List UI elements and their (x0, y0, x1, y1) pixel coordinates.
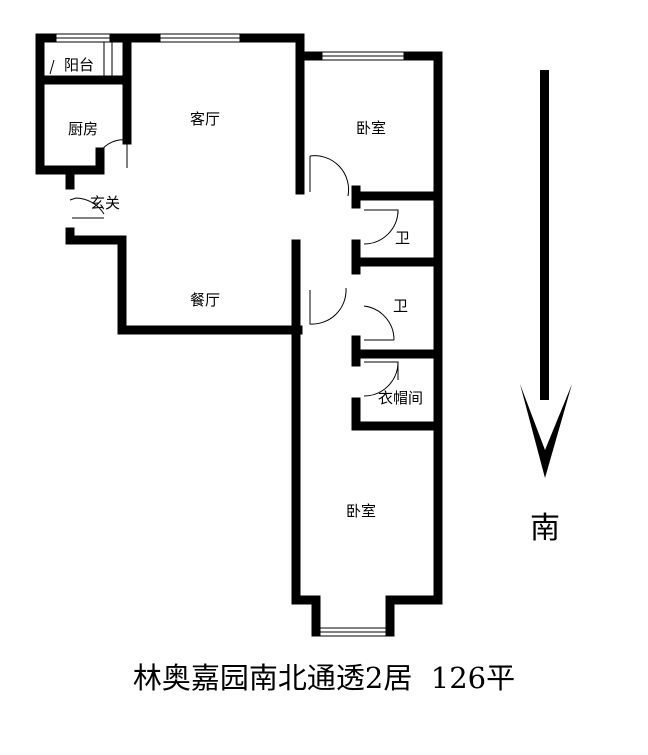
wall-cloak-bottom (351, 397, 443, 431)
doors (69, 139, 399, 397)
label-kitchen: 厨房 (68, 120, 98, 138)
label-living-room: 客厅 (190, 110, 220, 128)
label-bedroom-north: 卧室 (356, 119, 386, 137)
wall-south-bedroom (291, 325, 443, 637)
door-bath1-arc (363, 209, 399, 245)
door-bath2-arc (363, 305, 395, 341)
arrow-shaft (540, 70, 549, 400)
door-north-bedroom-arc (309, 155, 350, 197)
compass-label: 南 (530, 511, 560, 546)
door-south-arc (309, 287, 347, 325)
room-labels: 阳台 厨房 玄关 客厅 餐厅 卧室 卫 卫 衣帽间 卧室 (64, 56, 423, 520)
plan-caption: 林奥嘉园南北通透2居 126平 (0, 655, 648, 697)
label-dining-room: 餐厅 (190, 291, 220, 309)
balcony-mark (49, 59, 55, 75)
label-bathroom-1: 卫 (395, 229, 410, 247)
door-entrance-arc (69, 197, 105, 215)
windows (55, 33, 405, 637)
door-kitchen-arc (99, 139, 128, 153)
label-bathroom-2: 卫 (393, 297, 408, 315)
balcony-stub (103, 41, 113, 79)
arrow-head-icon (520, 384, 572, 478)
label-entrance: 玄关 (90, 194, 120, 212)
label-bedroom-south: 卧室 (346, 502, 376, 520)
caption-area: 126平 (430, 661, 516, 695)
south-arrow: 南 (520, 70, 572, 546)
label-cloakroom: 衣帽间 (378, 389, 423, 407)
wall-dining-south (65, 227, 303, 335)
caption-title: 林奥嘉园南北通透2居 (132, 661, 413, 695)
label-balcony: 阳台 (64, 56, 94, 74)
